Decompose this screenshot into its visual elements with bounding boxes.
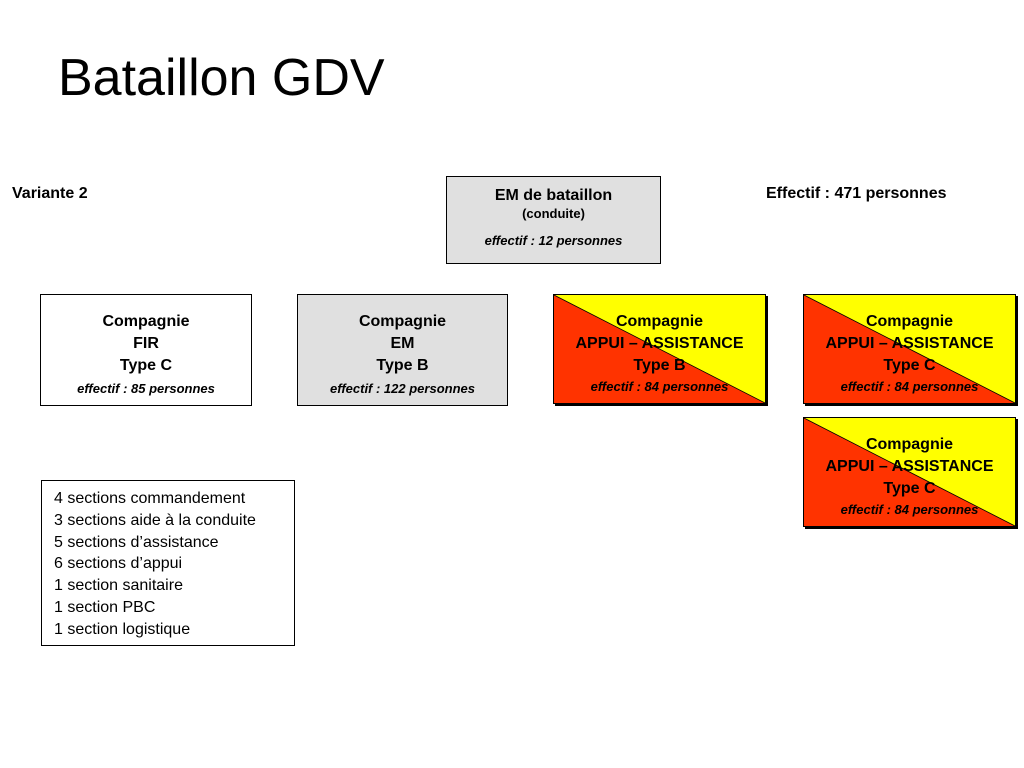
- page-title: Bataillon GDV: [58, 49, 385, 107]
- company-effectif: effectif : 122 personnes: [330, 381, 475, 396]
- company-line: Type B: [633, 357, 686, 374]
- company-line: APPUI – ASSISTANCE: [575, 335, 744, 352]
- variant-label: Variante 2: [12, 185, 88, 202]
- section-item: 1 section sanitaire: [54, 577, 183, 595]
- company-effectif: effectif : 84 personnes: [590, 379, 729, 394]
- total-effectif-label: Effectif : 471 personnes: [766, 185, 947, 202]
- company-appui-c-box-2: Compagnie APPUI – ASSISTANCE Type C effe…: [803, 417, 1016, 527]
- company-appui-b-box: Compagnie APPUI – ASSISTANCE Type B effe…: [553, 294, 766, 404]
- company-line: Compagnie: [102, 313, 190, 330]
- company-line: Type C: [883, 480, 936, 497]
- company-em-box: Compagnie EM Type B effectif : 122 perso…: [297, 294, 508, 406]
- company-line: Compagnie: [358, 313, 447, 330]
- company-line: APPUI – ASSISTANCE: [825, 458, 994, 475]
- section-item: 6 sections d’appui: [54, 555, 183, 573]
- em-effectif: effectif : 12 personnes: [484, 233, 623, 248]
- company-line: Compagnie: [865, 436, 954, 453]
- sections-list: 4 sections commandement 3 sections aide …: [41, 480, 295, 646]
- section-item: 1 section logistique: [54, 620, 191, 638]
- company-line: Type C: [883, 357, 936, 374]
- split-background: [804, 418, 1015, 526]
- section-item: 5 sections d’assistance: [54, 533, 219, 551]
- company-line: Type B: [376, 357, 429, 374]
- company-line: EM: [390, 335, 415, 352]
- company-line: Type C: [119, 357, 173, 374]
- company-fir-box: Compagnie FIR Type C effectif : 85 perso…: [40, 294, 252, 406]
- section-item: 1 section PBC: [54, 598, 156, 616]
- split-background: [554, 295, 765, 403]
- company-effectif: effectif : 85 personnes: [77, 381, 215, 396]
- company-effectif: effectif : 84 personnes: [840, 502, 979, 517]
- em-name: EM de bataillon: [494, 187, 613, 204]
- section-item: 3 sections aide à la conduite: [54, 511, 256, 529]
- em-sub: (conduite): [522, 206, 585, 221]
- company-effectif: effectif : 84 personnes: [840, 379, 979, 394]
- company-line: Compagnie: [865, 313, 954, 330]
- split-background: [804, 295, 1015, 403]
- em-bataillon-box: EM de bataillon (conduite) effectif : 12…: [446, 176, 661, 264]
- company-line: Compagnie: [615, 313, 704, 330]
- section-item: 4 sections commandement: [54, 490, 246, 507]
- company-line: FIR: [133, 335, 159, 352]
- company-appui-c-box-1: Compagnie APPUI – ASSISTANCE Type C effe…: [803, 294, 1016, 404]
- company-line: APPUI – ASSISTANCE: [825, 335, 994, 352]
